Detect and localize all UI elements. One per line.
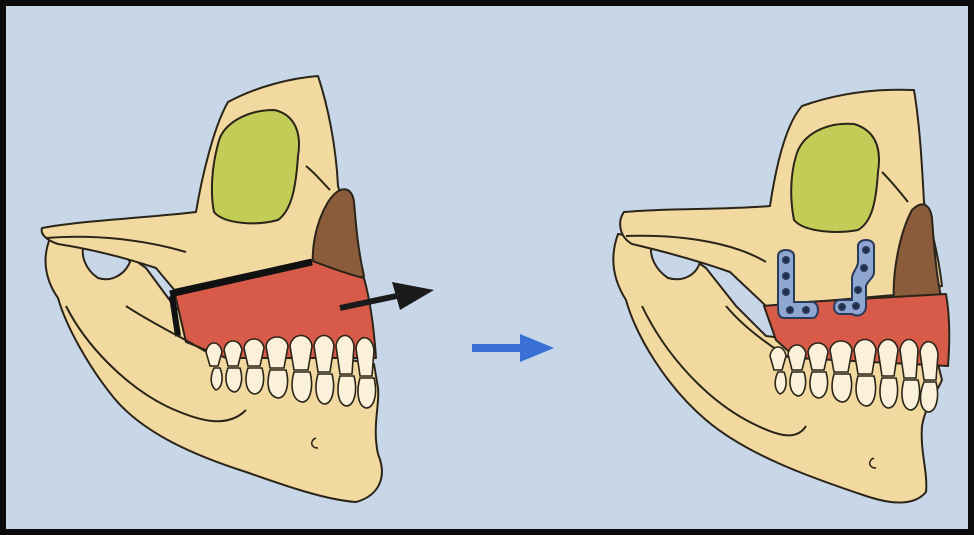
upper-tooth — [920, 342, 938, 380]
diagram-svg — [6, 6, 968, 529]
transition-arrow — [472, 334, 554, 362]
plate-screw — [803, 307, 809, 313]
lower-tooth — [775, 372, 786, 394]
diagram-canvas — [6, 6, 968, 529]
lower-tooth — [316, 374, 334, 404]
upper-tooth — [854, 340, 876, 375]
upper-tooth — [356, 338, 374, 376]
lower-tooth — [790, 372, 806, 396]
upper-tooth — [314, 336, 334, 373]
plate-screw — [783, 289, 789, 295]
plate-screw — [783, 257, 789, 263]
lower-tooth — [358, 378, 376, 408]
lower-tooth — [832, 374, 852, 402]
upper-tooth — [266, 337, 288, 368]
upper-tooth — [788, 345, 806, 370]
upper-tooth — [808, 343, 828, 370]
upper-tooth — [290, 336, 312, 371]
lower-tooth — [211, 368, 222, 390]
plate-screw — [853, 303, 859, 309]
upper-tooth — [224, 341, 242, 366]
upper-tooth — [206, 343, 222, 366]
upper-tooth — [336, 336, 354, 375]
lower-tooth — [338, 376, 356, 406]
lower-tooth — [921, 382, 938, 412]
lower-tooth — [268, 370, 288, 398]
upper-tooth — [830, 341, 852, 372]
plate-screw — [787, 307, 793, 313]
before-skull — [42, 76, 382, 502]
lower-tooth — [880, 378, 898, 408]
lower-tooth — [810, 372, 828, 398]
lower-tooth — [902, 380, 920, 410]
plate-screw — [839, 304, 845, 310]
upper-tooth — [900, 340, 918, 379]
upper-tooth — [770, 347, 786, 370]
lower-tooth — [292, 372, 312, 402]
lower-tooth — [856, 376, 876, 406]
plate-screw — [863, 247, 869, 253]
lower-tooth — [226, 368, 242, 392]
orbit — [791, 124, 879, 232]
transition-arrow-head — [520, 334, 554, 362]
upper-tooth — [244, 339, 264, 366]
plate-screw — [783, 273, 789, 279]
advancement-arrow-head — [392, 282, 434, 310]
upper-tooth — [878, 340, 898, 377]
plate-screw — [855, 287, 861, 293]
plate-screw — [861, 265, 867, 271]
lower-tooth — [246, 368, 264, 394]
